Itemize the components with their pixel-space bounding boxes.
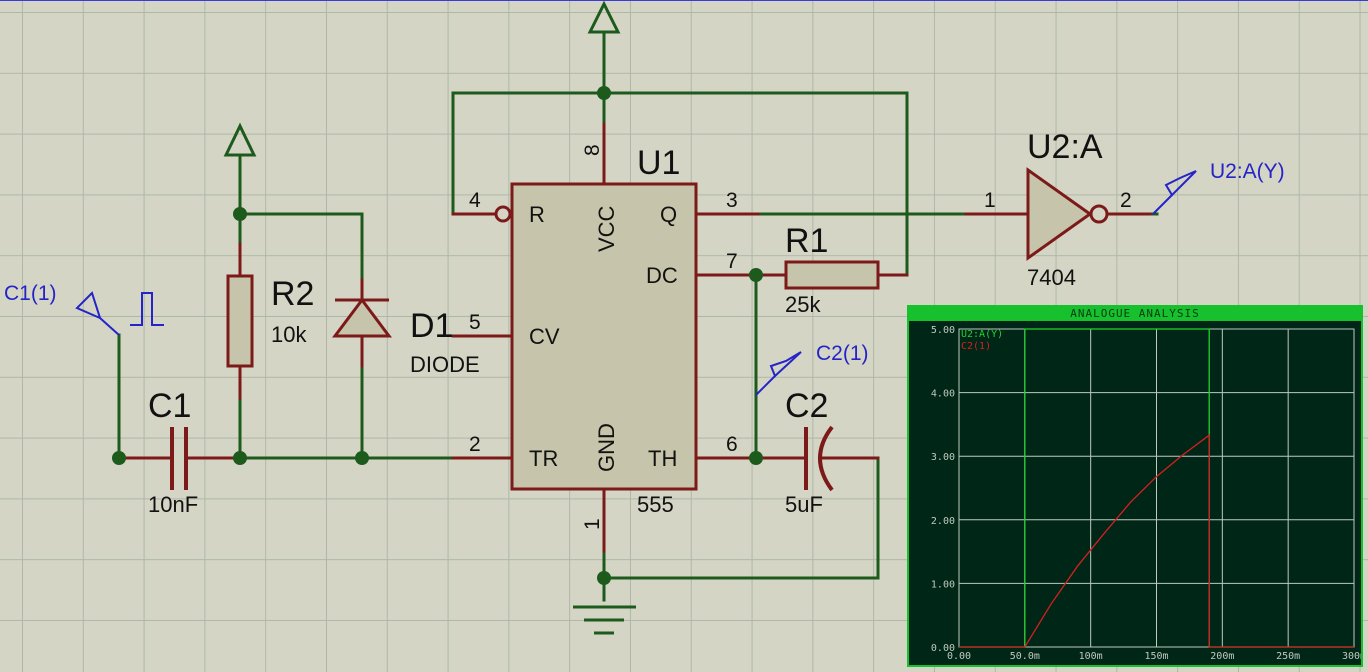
y-tick-label: 5.00 (931, 325, 955, 336)
pin-number: 4 (469, 189, 481, 212)
x-tick-label: 50.0m (1010, 651, 1040, 662)
y-tick-label: 3.00 (931, 452, 955, 463)
y-tick-label: 0.00 (931, 643, 955, 654)
pin-name: DC (646, 263, 678, 288)
r1-resistor-body[interactable] (784, 260, 880, 290)
d1-diode-icon[interactable] (332, 297, 392, 338)
analogue-analysis-graph[interactable]: ANALOGUE ANALYSIS 5.00 4.00 3.00 2.00 1.00 0.… (907, 305, 1363, 667)
x-tick-label: 300m (1342, 651, 1361, 662)
junction-dots (112, 86, 763, 585)
y-tick-label: 4.00 (931, 389, 955, 400)
pin-number: 5 (469, 311, 481, 334)
legend-entry: U2:A(Y) (961, 329, 1003, 340)
r2-ref-label: R2 (271, 275, 314, 313)
pin-number: 2 (1120, 189, 1132, 212)
graph-plot[interactable]: 5.00 4.00 3.00 2.00 1.00 0.000.00 50.0m 100m 150… (909, 307, 1361, 665)
u2-value-label: 7404 (1027, 265, 1076, 290)
r1-ref-label: R1 (785, 222, 828, 260)
c1-capacitor-icon[interactable] (170, 427, 188, 490)
r2-resistor-body[interactable] (226, 274, 254, 368)
d1-ref-label: D1 (410, 307, 453, 345)
pin-name: Q (660, 202, 677, 227)
u1-value-label: 555 (637, 492, 674, 517)
c2-capacitor-icon[interactable] (804, 425, 834, 492)
u1-ref-label: U1 (637, 144, 680, 182)
pin-name: TH (648, 446, 677, 471)
wires[interactable] (117, 32, 1159, 602)
probe-c2-label: C2(1) (816, 342, 869, 365)
y-tick-label: 2.00 (931, 516, 955, 527)
pin-number: 6 (726, 433, 738, 456)
pin-stubs (117, 122, 1152, 553)
legend-entry: C2(1) (961, 341, 991, 352)
inverter-bubble (1089, 204, 1109, 224)
pin-name: R (529, 202, 545, 227)
pin-name: VCC (594, 205, 619, 252)
d1-value-label: DIODE (410, 352, 480, 377)
power-terminal-icon[interactable] (223, 122, 257, 157)
pin-number: 1 (581, 518, 604, 530)
c2-ref-label: C2 (785, 387, 828, 425)
c1-value-label: 10nF (148, 492, 198, 517)
series-line-c2 (959, 433, 1354, 648)
x-tick-label: 200m (1210, 651, 1234, 662)
probe-u2-label: U2:A(Y) (1210, 160, 1285, 183)
c2-value-label: 5uF (785, 492, 823, 517)
probe-u2-icon[interactable] (1152, 170, 1197, 215)
pin-number: 8 (581, 144, 604, 156)
probe-c1-label: C1(1) (4, 282, 57, 305)
c1-ref-label: C1 (148, 387, 191, 425)
ground-terminal-icon[interactable] (573, 605, 636, 635)
power-terminal-icon[interactable] (587, 0, 621, 34)
r2-value-label: 10k (271, 322, 307, 347)
reset-bubble (494, 205, 512, 223)
pin-number: 1 (984, 189, 996, 212)
pin-number: 7 (726, 250, 738, 273)
pin-name: TR (529, 446, 558, 471)
u2-inverter-body[interactable] (1026, 167, 1093, 261)
x-tick-label: 100m (1079, 651, 1103, 662)
top-border (0, 0, 1368, 1)
y-tick-label: 1.00 (931, 579, 955, 590)
x-tick-label: 0.00 (947, 651, 971, 662)
r1-value-label: 25k (785, 292, 821, 317)
graph-title[interactable]: ANALOGUE ANALYSIS (909, 307, 1361, 321)
x-tick-label: 250m (1276, 651, 1300, 662)
probe-c2-icon[interactable] (755, 351, 802, 396)
pin-name: GND (594, 423, 619, 472)
pin-number: 3 (726, 189, 738, 212)
u2-ref-label: U2:A (1027, 128, 1103, 166)
u1-555-body[interactable] (510, 182, 698, 491)
pin-number: 2 (469, 433, 481, 456)
x-tick-label: 150m (1144, 651, 1168, 662)
probe-c1-icon[interactable] (75, 291, 164, 336)
pin-name: CV (529, 324, 560, 349)
